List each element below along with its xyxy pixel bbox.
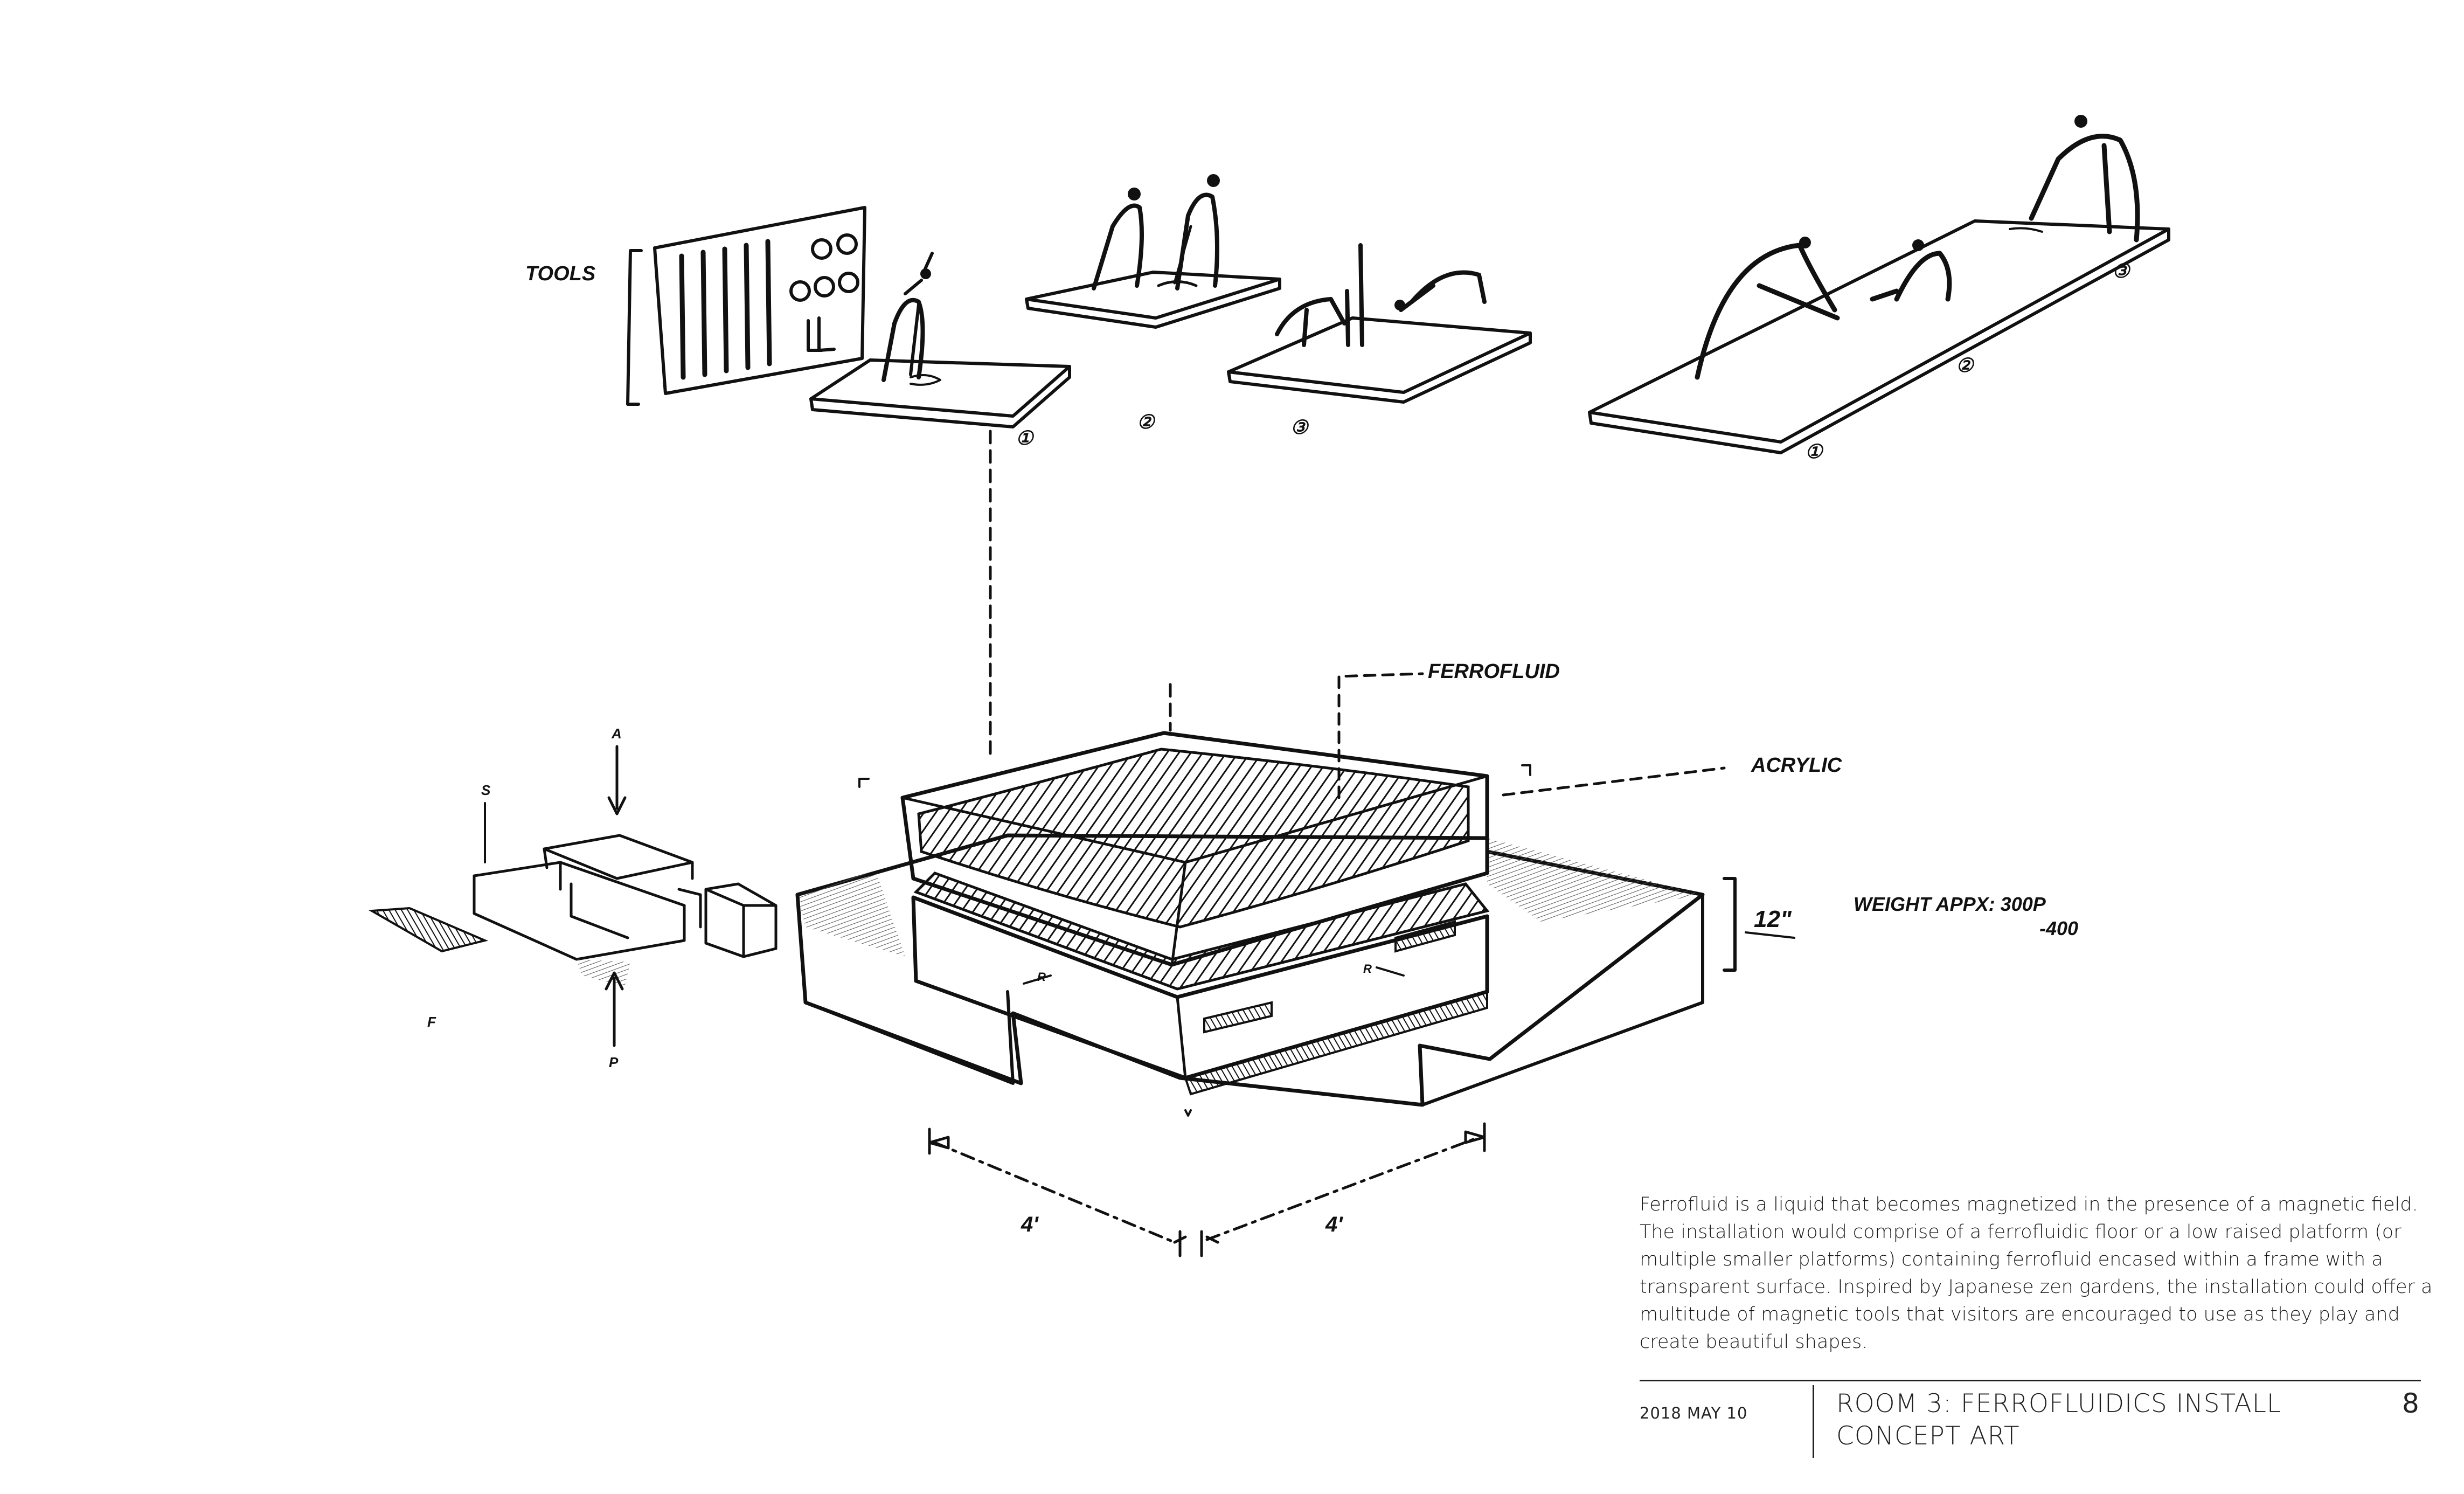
ferrofluid-callout: FERROFLUID bbox=[1337, 660, 1560, 799]
weight-note: WEIGHT APPX: 300P -400 bbox=[1854, 893, 2078, 939]
long-platform-number-1: ① bbox=[1805, 440, 1824, 462]
axis-label-p: P bbox=[609, 1054, 619, 1070]
main-installation: R R bbox=[795, 731, 1705, 1107]
height-label: 12" bbox=[1754, 906, 1792, 932]
width-label-right: 4' bbox=[1325, 1213, 1343, 1236]
description-text: Ferrofluid is a liquid that becomes magn… bbox=[1640, 1194, 2433, 1353]
tools-label: TOOLS bbox=[525, 262, 595, 285]
platform-small-3: ③ bbox=[1227, 243, 1532, 438]
footer-date: 2018 MAY 10 bbox=[1640, 1404, 1748, 1422]
width-dimensions: 4' 4' bbox=[928, 1109, 1486, 1257]
footer-title-line-2: CONCEPT ART bbox=[1836, 1421, 2020, 1451]
footer-title-line-1: ROOM 3: FERROFLUIDICS INSTALL bbox=[1836, 1389, 2282, 1419]
acrylic-callout: ACRYLIC bbox=[1502, 754, 1842, 797]
section-label-r-right: R bbox=[1363, 962, 1372, 976]
weight-label: WEIGHT APPX: 300P bbox=[1854, 893, 2046, 915]
long-platform-number-2: ② bbox=[1956, 354, 1975, 376]
platform-long: ① ② ③ bbox=[1588, 115, 2170, 462]
platform-small-2: ② bbox=[1025, 174, 1281, 433]
page-number: 8 bbox=[2402, 1388, 2419, 1419]
footer-title: ROOM 3: FERROFLUIDICS INSTALL CONCEPT AR… bbox=[1836, 1388, 2375, 1452]
platform-number-2: ② bbox=[1137, 411, 1156, 433]
tools-board: TOOLS bbox=[525, 206, 866, 406]
platform-number-3: ③ bbox=[1290, 416, 1309, 438]
acrylic-label: ACRYLIC bbox=[1751, 754, 1842, 777]
footer-vertical-divider bbox=[1813, 1385, 1814, 1458]
platform-number-1: ① bbox=[1016, 427, 1035, 449]
axis-label-f: F bbox=[427, 1014, 436, 1030]
footer-divider-line bbox=[1640, 1380, 2421, 1381]
axis-label-a: A bbox=[611, 725, 622, 742]
platform-small-1: ① bbox=[809, 252, 1071, 449]
exploded-view: A S F P bbox=[368, 725, 778, 1070]
height-dimension: 12" bbox=[1723, 877, 1795, 972]
weight-range-label: -400 bbox=[2039, 917, 2078, 939]
width-label-left: 4' bbox=[1021, 1213, 1039, 1236]
long-platform-number-3: ③ bbox=[2112, 260, 2131, 282]
axis-label-s: S bbox=[481, 782, 491, 798]
ferrofluid-label: FERROFLUID bbox=[1428, 660, 1560, 683]
section-label-r-left: R bbox=[1037, 970, 1046, 984]
